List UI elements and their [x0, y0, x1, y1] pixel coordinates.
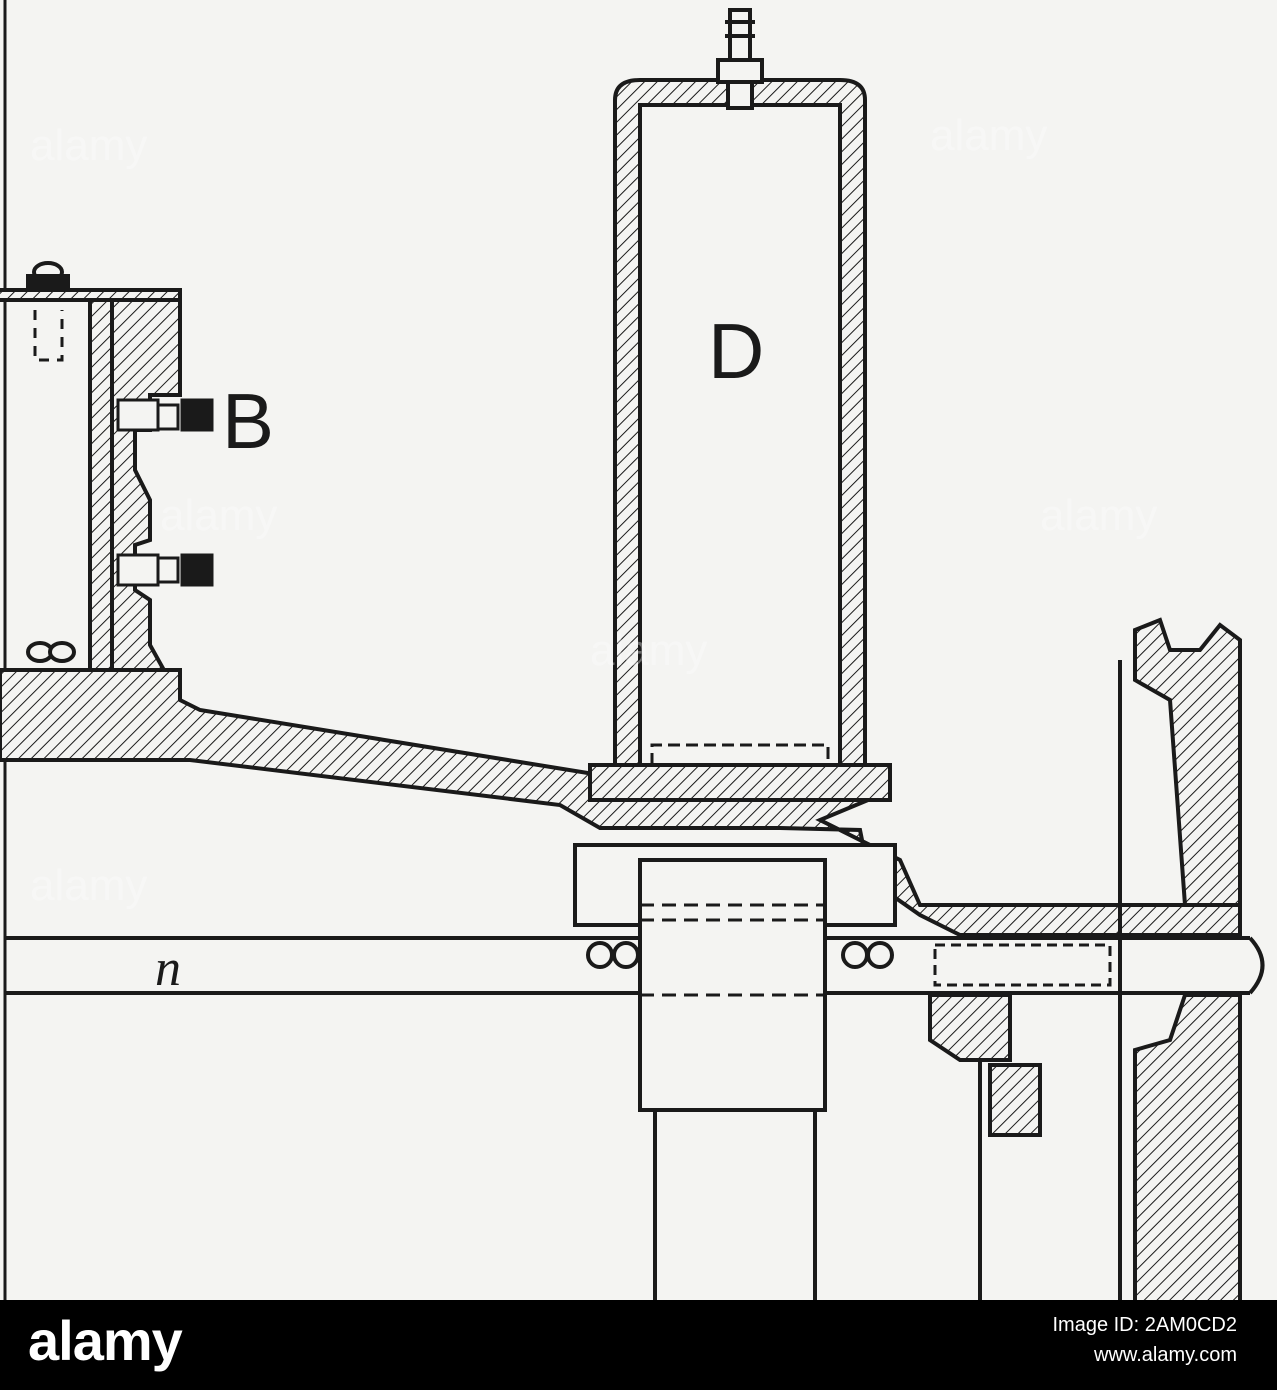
bracket-b	[0, 261, 182, 692]
image-id-text: Image ID: 2AM0CD2	[1052, 1314, 1237, 1336]
watermark-2: alamy	[30, 121, 147, 170]
watermark-1: alamy	[930, 111, 1047, 160]
support-column	[653, 1110, 817, 1300]
lower-bearing	[928, 993, 1042, 1300]
brand-logo[interactable]: alamy	[28, 1309, 183, 1372]
watermark-4: alamy	[1040, 491, 1157, 540]
bracket-studs	[116, 398, 214, 587]
hub-housing	[573, 843, 897, 1112]
watermark-6: alamy	[30, 861, 147, 910]
pulley-wheel	[1118, 617, 1242, 1300]
watermark-5: alamy	[590, 626, 707, 675]
tank-d	[588, 8, 892, 802]
stock-footer: alamy Image ID: 2AM0CD2 www.alamy.com	[0, 1300, 1277, 1390]
tank-label: D	[708, 307, 764, 395]
watermark-pattern: alamy alamy alamy alamy alamy alamy	[30, 111, 1157, 910]
shaft-n	[5, 936, 1265, 995]
shaft-label: n	[155, 940, 181, 997]
base-casting	[0, 668, 1242, 937]
watermark-3: alamy	[160, 491, 277, 540]
technical-drawing: D B n alamy alamy alamy alamy alamy alam…	[0, 0, 1277, 1300]
drawing-svg: D B n alamy alamy alamy alamy alamy alam…	[0, 0, 1265, 1300]
site-url-link[interactable]: www.alamy.com	[1094, 1344, 1237, 1366]
bracket-label: B	[222, 377, 274, 465]
